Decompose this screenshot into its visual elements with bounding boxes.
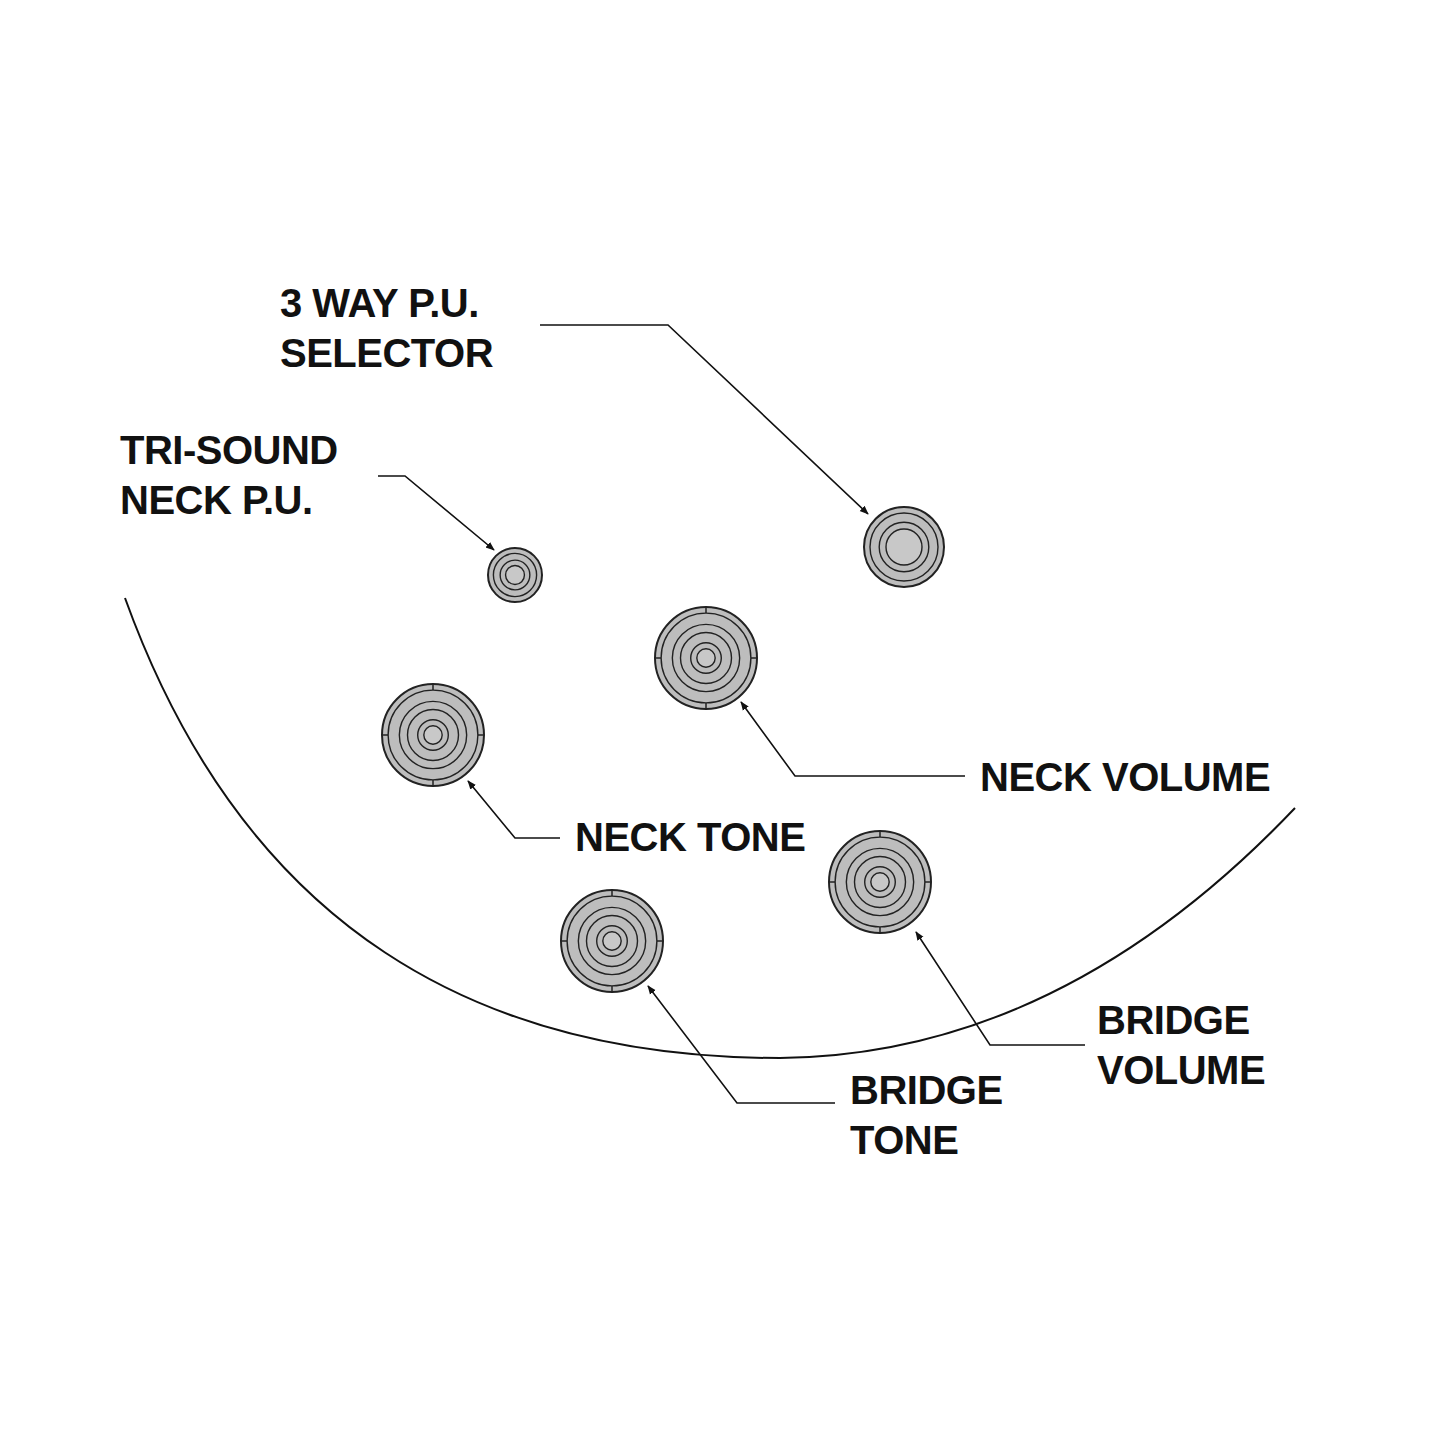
knob-ring (418, 720, 449, 751)
knob-ring (691, 643, 722, 674)
knob-tick (611, 986, 613, 991)
control-knob (382, 684, 484, 786)
knob-ring (681, 633, 732, 684)
knob-tick (830, 881, 835, 883)
knob-ring (672, 624, 739, 691)
knob-ring (846, 848, 913, 915)
knob-ring (587, 916, 638, 967)
knob-tick (562, 940, 567, 942)
leader-line (468, 781, 560, 838)
knob-ring (870, 513, 938, 581)
control-knob (829, 831, 931, 933)
knob-ring (871, 873, 889, 891)
knob-ring (835, 837, 925, 927)
knob-ring (697, 649, 715, 667)
knob-ring (886, 529, 922, 565)
leader-lines (378, 325, 1085, 1103)
part-label: BRIDGE VOLUME (1097, 995, 1307, 1095)
knob-ring (829, 831, 931, 933)
knob-tick (656, 657, 661, 659)
part-label: 3 WAY P.U. SELECTOR (280, 278, 550, 378)
knob-tick (432, 685, 434, 690)
knob-tick (383, 734, 388, 736)
part-label: BRIDGE TONE (850, 1065, 1050, 1165)
knob-tick (432, 780, 434, 785)
knob-tick (705, 703, 707, 708)
body-outline (125, 598, 1295, 1058)
control-knob (864, 507, 944, 587)
knob-ring (597, 926, 628, 957)
knob-ring (493, 553, 536, 596)
knob-ring (506, 566, 525, 585)
knob-ring (567, 896, 657, 986)
knob-tick (925, 881, 930, 883)
knob-ring (408, 710, 459, 761)
control-knob (655, 607, 757, 709)
leader-line (916, 932, 1085, 1045)
knob-tick (879, 832, 881, 837)
knob-tick (611, 891, 613, 896)
knob-tick (751, 657, 756, 659)
part-label: NECK TONE (575, 812, 805, 862)
leader-line (741, 702, 965, 776)
knob-ring (382, 684, 484, 786)
knob-ring (661, 613, 751, 703)
knob-ring (399, 701, 466, 768)
knob-ring (879, 522, 929, 572)
leader-line (378, 476, 494, 550)
knob-ring (500, 560, 530, 590)
knob-tick (705, 608, 707, 613)
knob-ring (655, 607, 757, 709)
control-knob (488, 548, 542, 602)
part-label: NECK VOLUME (980, 752, 1270, 802)
knob-ring (865, 867, 896, 898)
part-label: TRI-SOUND NECK P.U. (120, 425, 410, 525)
knob-ring (424, 726, 442, 744)
knob-ring (488, 548, 542, 602)
knob-ring (388, 690, 478, 780)
knob-ring (561, 890, 663, 992)
leader-line (648, 986, 835, 1103)
knob-ring (855, 857, 906, 908)
control-knobs (382, 507, 944, 992)
knob-tick (478, 734, 483, 736)
knob-ring (603, 932, 621, 950)
leader-line (540, 325, 868, 514)
control-knob (561, 890, 663, 992)
knob-ring (578, 907, 645, 974)
knob-tick (657, 940, 662, 942)
knob-tick (879, 927, 881, 932)
knob-ring (864, 507, 944, 587)
